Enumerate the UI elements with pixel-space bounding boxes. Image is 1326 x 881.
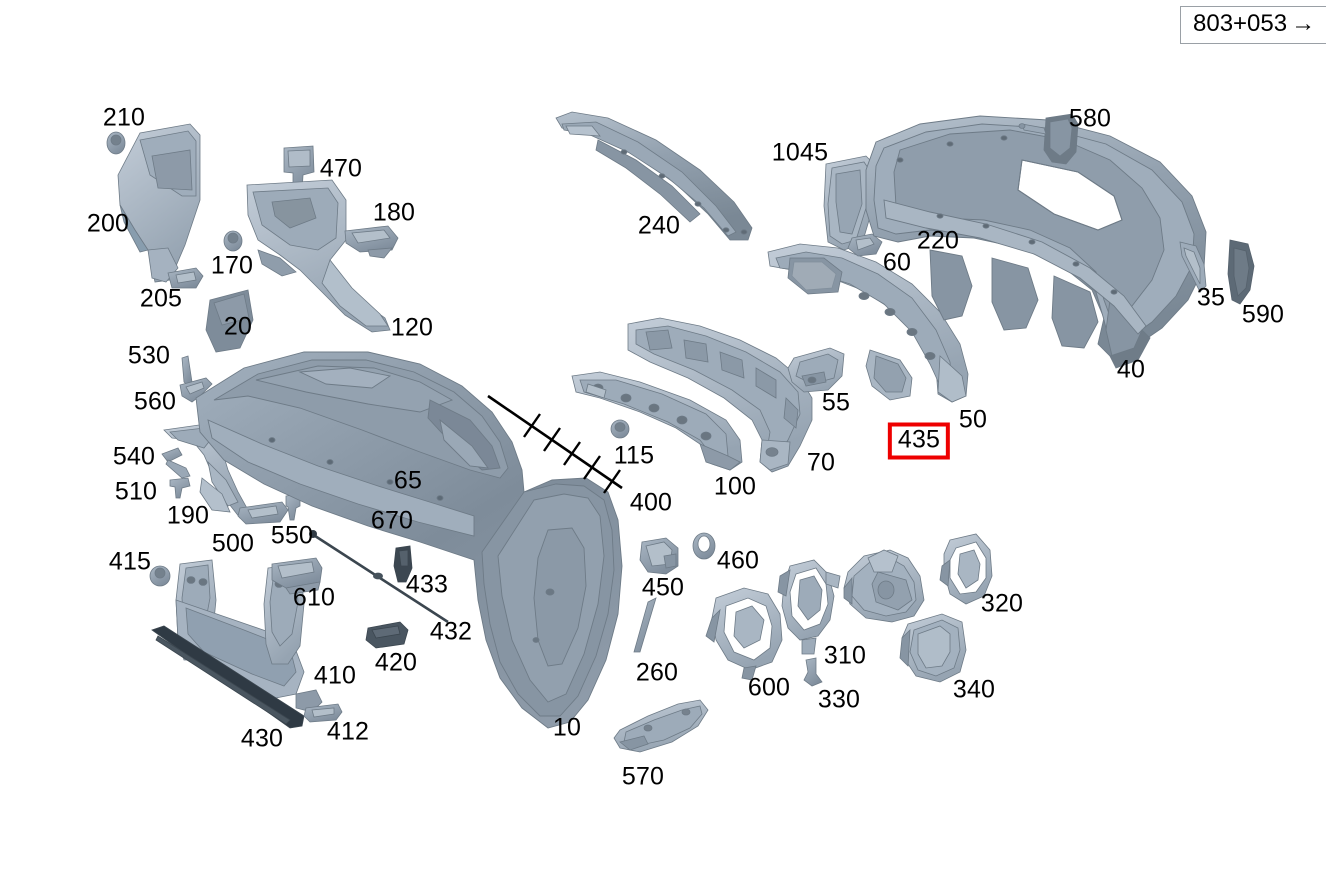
part-callout-190[interactable]: 190 — [166, 501, 210, 530]
part-callout-420[interactable]: 420 — [374, 648, 418, 677]
part-callout-100[interactable]: 100 — [713, 472, 757, 501]
part-group-180 — [344, 225, 399, 259]
part-callout-240[interactable]: 240 — [637, 211, 681, 240]
part-callout-460[interactable]: 460 — [716, 546, 760, 575]
part-group-20 — [205, 289, 254, 353]
part-callout-433[interactable]: 433 — [405, 570, 449, 599]
part-group-415 — [149, 565, 171, 587]
part-group-170 — [223, 230, 243, 252]
part-group-570 — [613, 699, 709, 753]
part-group-460 — [692, 532, 716, 560]
part-callout-500[interactable]: 500 — [211, 529, 255, 558]
part-group-320-motor — [843, 549, 925, 623]
part-group-600 — [705, 587, 783, 681]
part-group-210 — [106, 131, 126, 155]
part-callout-470[interactable]: 470 — [319, 154, 363, 183]
part-callout-40[interactable]: 40 — [1116, 355, 1146, 384]
part-group-540 — [161, 447, 191, 479]
part-group-10-body — [195, 351, 623, 729]
part-group-200 — [117, 123, 201, 283]
part-group-412 — [303, 703, 343, 723]
arrow-icon: → — [1291, 10, 1316, 37]
part-group-610 — [271, 557, 323, 595]
part-group-120 — [246, 179, 391, 333]
part-group-320 — [939, 533, 993, 605]
part-callout-570[interactable]: 570 — [621, 762, 665, 791]
part-group-400-scale — [487, 394, 623, 494]
part-group-50 — [767, 243, 969, 403]
part-callout-65[interactable]: 65 — [393, 466, 423, 495]
part-group-420 — [365, 621, 409, 649]
reference-code: 803+053 — [1193, 10, 1288, 37]
part-group-115 — [610, 419, 630, 439]
part-group-35 — [1179, 241, 1207, 293]
part-callout-320[interactable]: 320 — [980, 589, 1024, 618]
part-callout-205[interactable]: 205 — [139, 284, 183, 313]
reference-badge: 803+053→ — [1180, 6, 1326, 44]
part-callout-400[interactable]: 400 — [629, 488, 673, 517]
part-group-340 — [899, 613, 967, 683]
part-callout-200[interactable]: 200 — [86, 209, 130, 238]
part-callout-590[interactable]: 590 — [1241, 300, 1285, 329]
part-callout-430[interactable]: 430 — [240, 724, 284, 753]
part-group-432 — [309, 530, 449, 624]
part-group-330 — [803, 657, 823, 687]
part-group-70 — [627, 317, 813, 473]
part-callout-180[interactable]: 180 — [372, 198, 416, 227]
part-callout-260[interactable]: 260 — [635, 658, 679, 687]
part-callout-530[interactable]: 530 — [127, 341, 171, 370]
part-group-430 — [151, 625, 305, 729]
part-callout-600[interactable]: 600 — [747, 673, 791, 702]
part-callout-1045[interactable]: 1045 — [771, 138, 829, 167]
part-callout-115[interactable]: 115 — [613, 441, 655, 470]
part-group-510 — [169, 477, 191, 499]
part-callout-highlighted-435[interactable]: 435 — [887, 422, 951, 460]
part-group-500 — [237, 501, 289, 525]
part-group-205 — [167, 267, 204, 289]
part-callout-450[interactable]: 450 — [641, 573, 685, 602]
part-callout-70[interactable]: 70 — [806, 448, 836, 477]
part-callout-580[interactable]: 580 — [1068, 104, 1112, 133]
part-group-310 — [777, 559, 841, 655]
part-group-530 — [181, 355, 193, 387]
part-callout-412[interactable]: 412 — [326, 717, 370, 746]
part-group-260 — [633, 597, 657, 653]
part-callout-50[interactable]: 50 — [958, 405, 988, 434]
part-group-100 — [571, 371, 743, 471]
part-callout-120[interactable]: 120 — [390, 313, 434, 342]
part-group-580 — [1018, 113, 1079, 165]
part-callout-340[interactable]: 340 — [952, 675, 996, 704]
part-group-55 — [787, 347, 845, 393]
part-callout-330[interactable]: 330 — [817, 685, 861, 714]
part-callout-432[interactable]: 432 — [429, 617, 473, 646]
part-callout-670[interactable]: 670 — [370, 506, 414, 535]
part-callout-610[interactable]: 610 — [292, 583, 336, 612]
part-callout-410[interactable]: 410 — [313, 661, 357, 690]
part-callout-415[interactable]: 415 — [108, 547, 152, 576]
part-callout-20[interactable]: 20 — [223, 312, 253, 341]
part-callout-550[interactable]: 550 — [270, 521, 314, 550]
part-callout-210[interactable]: 210 — [102, 103, 146, 132]
part-callout-55[interactable]: 55 — [821, 388, 851, 417]
part-callout-10[interactable]: 10 — [552, 713, 582, 742]
part-callout-170[interactable]: 170 — [210, 251, 254, 280]
part-callout-220[interactable]: 220 — [916, 226, 960, 255]
part-group-450 — [639, 537, 679, 575]
part-group-60 — [847, 233, 883, 257]
part-group-433 — [393, 545, 413, 583]
part-callout-310[interactable]: 310 — [823, 641, 867, 670]
part-callout-540[interactable]: 540 — [112, 442, 156, 471]
part-callout-510[interactable]: 510 — [114, 477, 158, 506]
part-group-1045 — [823, 155, 875, 251]
part-callout-60[interactable]: 60 — [882, 248, 912, 277]
part-group-40 — [865, 115, 1207, 369]
part-group-240 — [555, 111, 753, 241]
part-group-590 — [1227, 239, 1255, 305]
part-callout-35[interactable]: 35 — [1196, 283, 1226, 312]
part-callout-560[interactable]: 560 — [133, 387, 177, 416]
